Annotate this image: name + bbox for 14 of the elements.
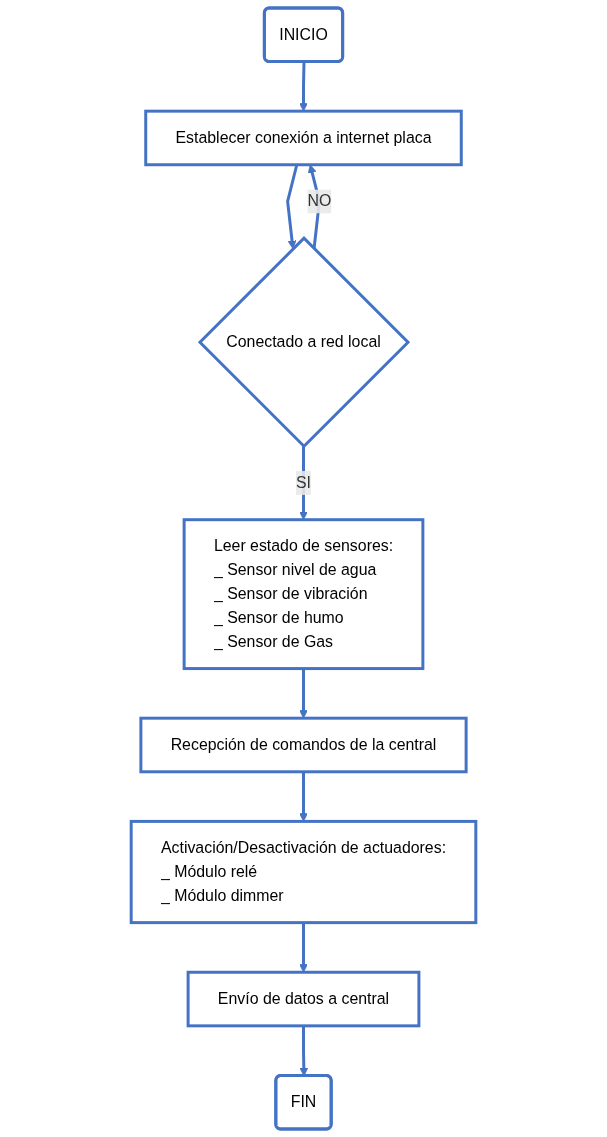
node-box: Activación/Desactivación de actuadores: _ Módulo relé _ Módulo dimmer: [129, 819, 478, 925]
node-box: Envío de datos a central: [186, 970, 421, 1028]
node-diamond: Conectado a red local: [197, 236, 411, 449]
node-box: Recepción de comandos de la central: [139, 716, 468, 774]
node-box: Leer estado de sensores: _ Sensor nivel de agua _ Sensor de vibración _ Sensor de humo _ Sensor de Gas: [182, 518, 425, 671]
arrow: [307, 164, 321, 249]
edge-label: NO: [307, 192, 332, 210]
arrow: [299, 922, 308, 973]
edge-label: SI: [295, 474, 312, 491]
arrow: [299, 668, 308, 719]
node-box: Establecer conexión a internet placa: [144, 109, 463, 167]
arrow: [286, 164, 299, 250]
arrow: [299, 771, 308, 822]
arrow: [299, 62, 308, 112]
